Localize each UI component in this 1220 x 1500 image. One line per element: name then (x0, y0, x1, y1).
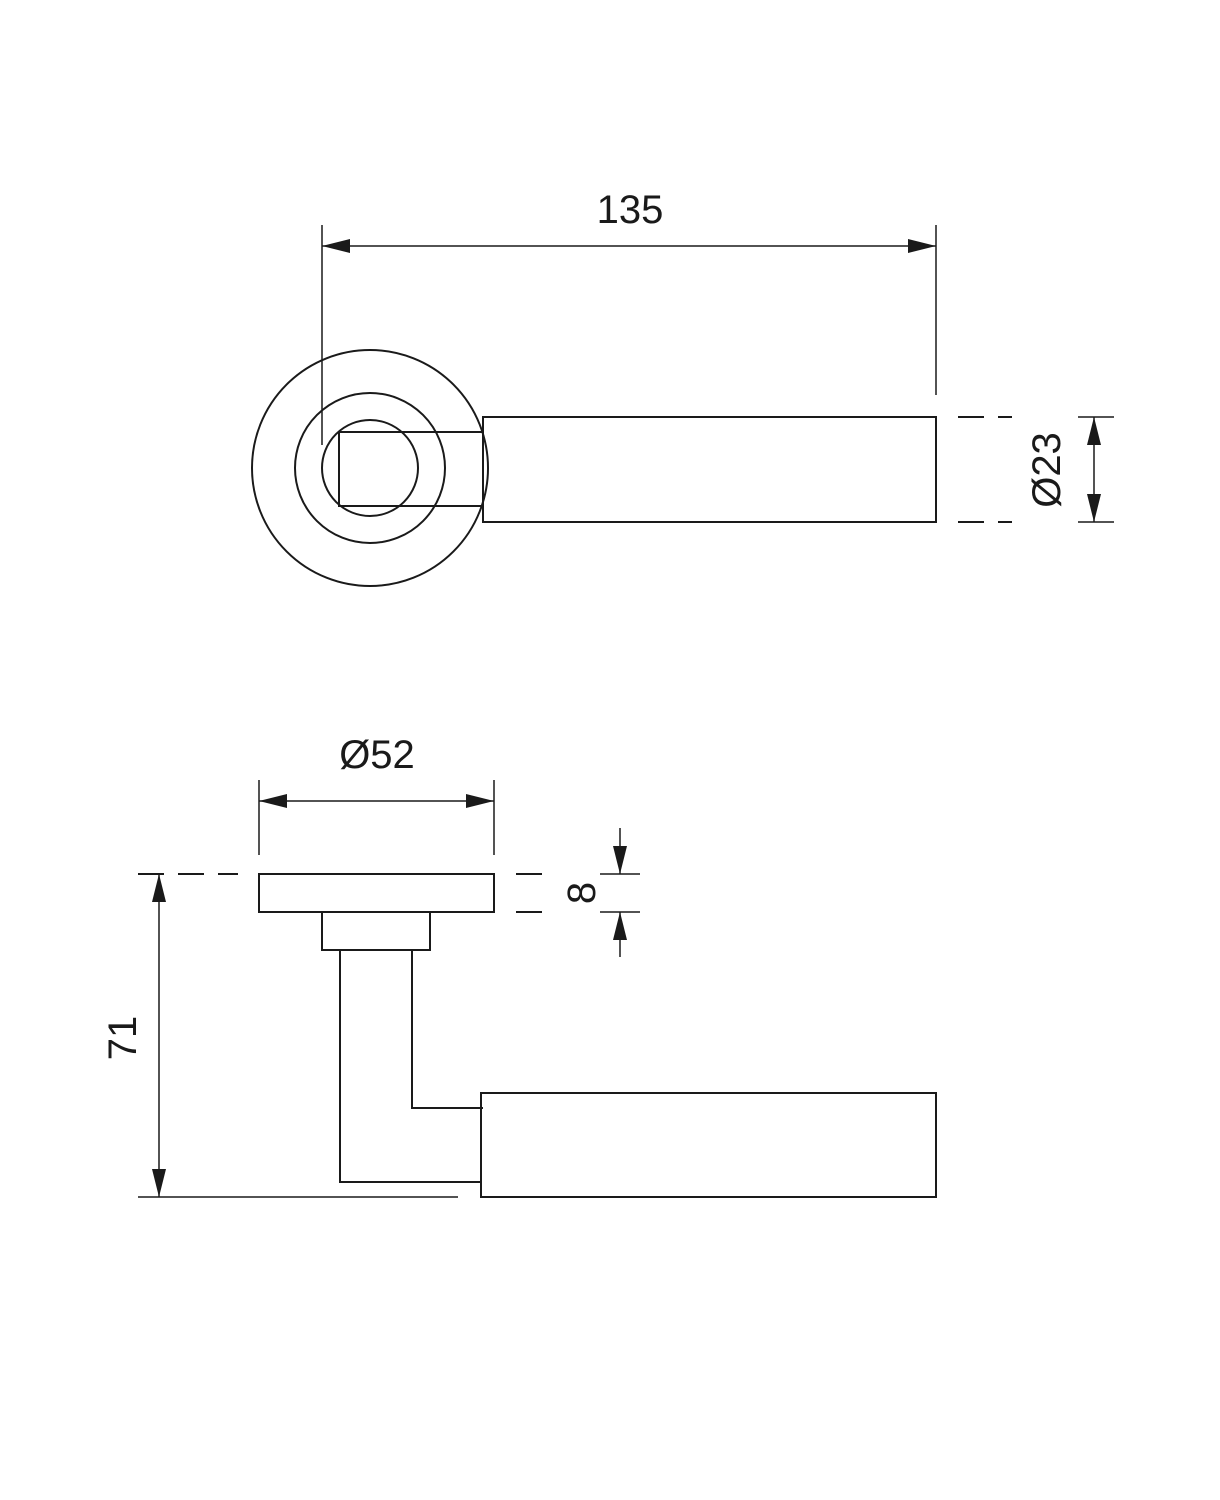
dimension-label-8: 8 (560, 882, 604, 904)
lever-bar (482, 416, 937, 523)
arrowhead-right-135 (908, 239, 936, 253)
arrowhead-bottom-23 (1087, 494, 1101, 522)
arrowhead-top-8 (613, 846, 627, 874)
spindle-collar (321, 911, 431, 951)
lever-bar-side (480, 1092, 937, 1198)
arrowhead-left-135 (322, 239, 350, 253)
rose-outer-ring (251, 349, 489, 587)
arrowhead-left-52 (259, 794, 287, 808)
side-view: Ø52 8 71 (101, 733, 937, 1198)
dimension-label-diameter-52: Ø52 (339, 733, 415, 777)
neck-inner-profile (411, 955, 483, 1109)
arrowhead-top-71 (152, 874, 166, 902)
dimension-label-135: 135 (597, 188, 664, 232)
spindle-ring (321, 419, 419, 517)
top-view: 135 Ø23 (251, 188, 1114, 587)
dimension-label-71: 71 (101, 1016, 145, 1061)
dimension-label-diameter-23: Ø23 (1025, 432, 1069, 508)
arrowhead-bottom-71 (152, 1169, 166, 1197)
neck-profile (339, 955, 480, 1183)
arrowhead-top-23 (1087, 417, 1101, 445)
arrowhead-bottom-8 (613, 912, 627, 940)
rose-inner-ring (294, 392, 446, 544)
rose-plate (258, 873, 495, 913)
arrowhead-right-52 (466, 794, 494, 808)
